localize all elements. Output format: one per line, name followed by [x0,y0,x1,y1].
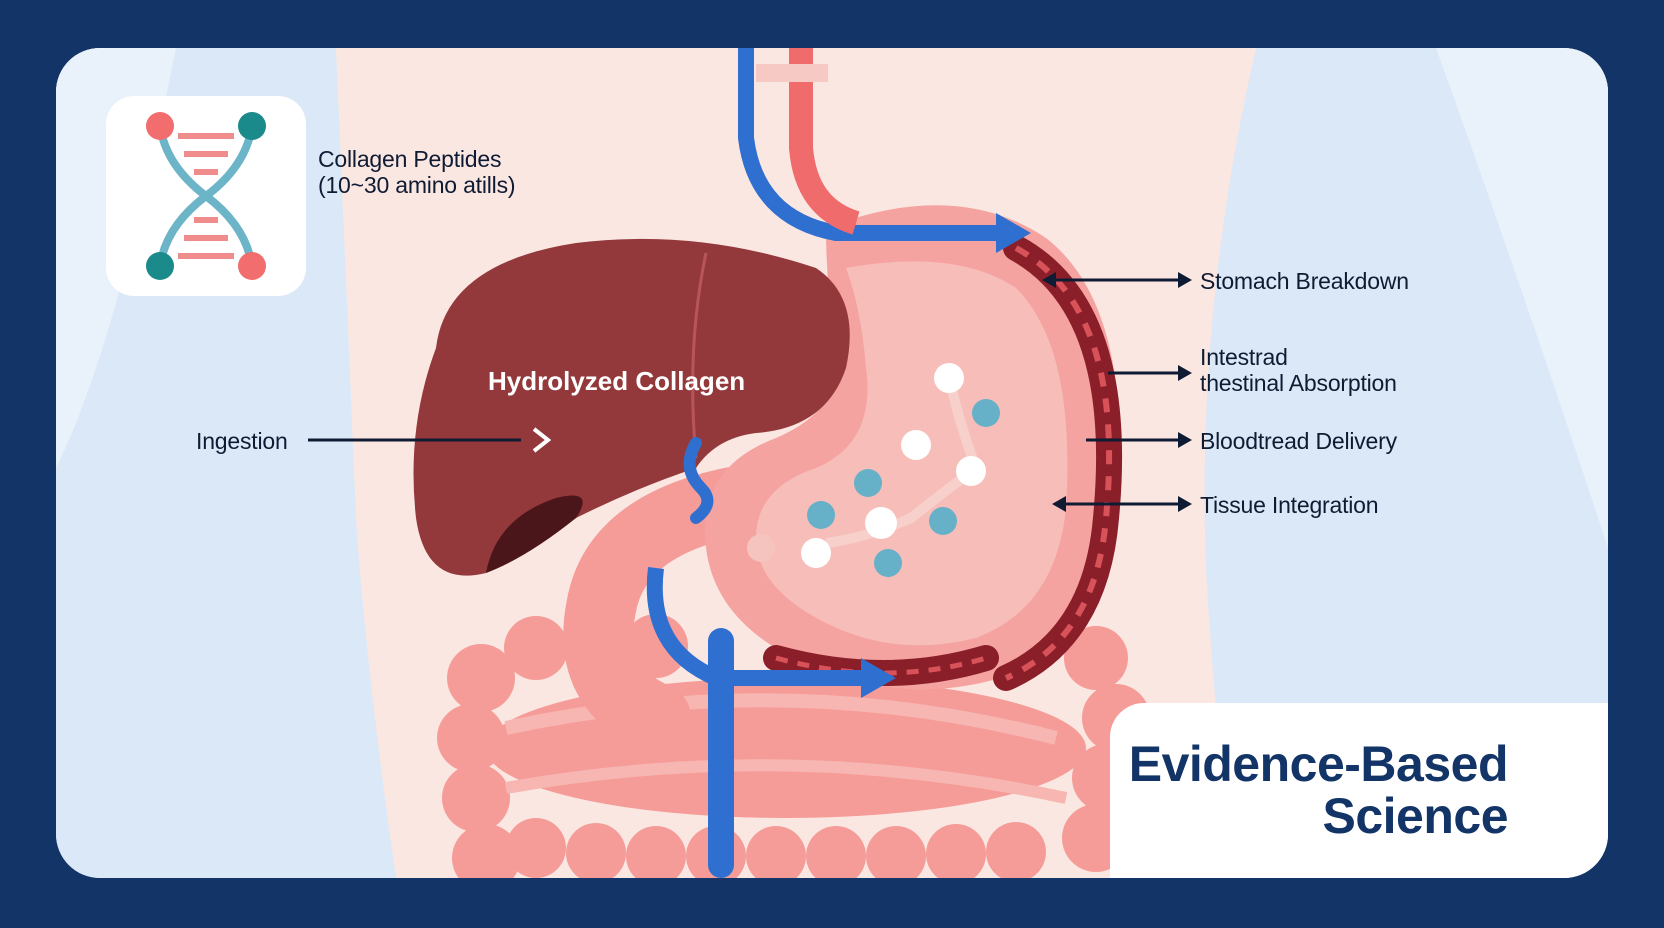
vein [738,48,1011,241]
step-stomach-breakdown: Stomach Breakdown [1200,268,1409,294]
duodenum [563,463,791,753]
step-absorption-line1: Intestrad [1200,344,1288,370]
liver-label: Hydrolyzed Collagen [488,366,746,396]
badge-line1: Evidence-Based [1128,736,1509,792]
chevron-right-icon [532,427,552,453]
artery [789,48,860,235]
dna-label: Collagen Peptides (10~30 amino atills) [318,146,516,198]
liver [413,238,850,576]
peptide-particles [747,363,1000,577]
evidence-badge [1110,703,1608,878]
evidence-badge-text: Evidence-Based Science [1128,736,1509,844]
step-blood-delivery: Bloodtread Delivery [1200,428,1397,454]
badge-line2: Science [1322,788,1508,844]
step-absorption: Intestrad thestinal Absorption [1200,344,1397,396]
infographic-card: Collagen Peptides (10~30 amino atills) H… [56,48,1608,878]
step-tissue-integration: Tissue Integration [1200,492,1379,518]
dna-label-line1: Collagen Peptides [318,146,502,172]
dna-icon [146,112,266,280]
dna-label-line2: (10~30 amino atills) [318,172,516,198]
step-absorption-line2: thestinal Absorption [1200,370,1397,396]
ingestion-label: Ingestion [196,428,288,454]
dna-icon-box [106,96,306,296]
step-arrows [1042,272,1192,512]
